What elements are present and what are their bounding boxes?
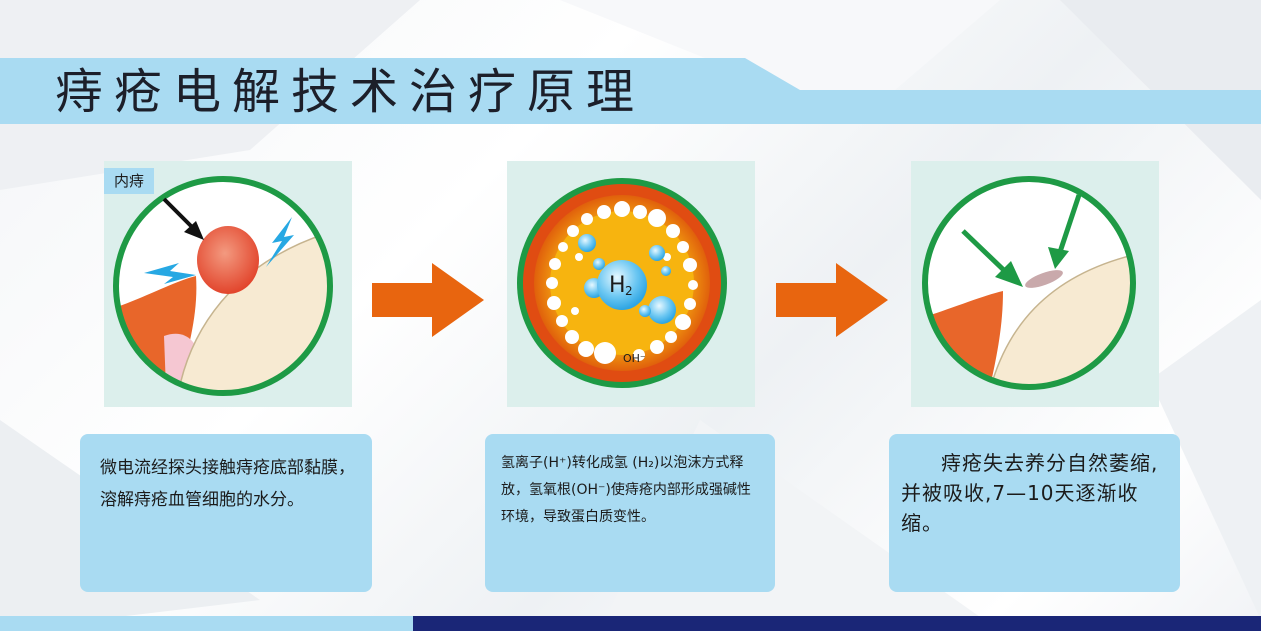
caption-step1: 微电流经探头接触痔疮底部黏膜，溶解痔疮血管细胞的水分。 (80, 434, 372, 592)
bottom-bar-light (0, 616, 413, 631)
panel-electrolysis: H 2 OH⁻ (507, 161, 755, 407)
caption-step3: 痔疮失去养分自然萎缩,并被吸收,7—10天逐渐收缩。 (889, 434, 1180, 592)
h2-subscript: 2 (625, 284, 633, 298)
caption-step2: 氢离子(H⁺)转化成氢 (H₂)以泡沫方式释放，氢氧根(OH⁻)使痔疮内部形成强… (485, 434, 775, 592)
title-band (0, 58, 1261, 124)
arrow-right-icon-2 (776, 263, 888, 337)
electrolysis-illustration: H 2 OH⁻ (517, 178, 727, 388)
panel-shrinkage (911, 161, 1159, 407)
internal-hemorrhoid-tag: 内痔 (104, 168, 154, 194)
page-title: 痔疮电解技术治疗原理 (55, 64, 646, 120)
hemorrhoid-illustration (113, 176, 333, 396)
shrinkage-illustration (922, 176, 1136, 390)
arrow-right-icon (372, 263, 484, 337)
h2-label: H (609, 273, 626, 298)
bottom-bar-dark (413, 616, 1261, 631)
panel-internal-hemorrhoid (104, 161, 352, 407)
oh-label: OH⁻ (623, 352, 646, 365)
